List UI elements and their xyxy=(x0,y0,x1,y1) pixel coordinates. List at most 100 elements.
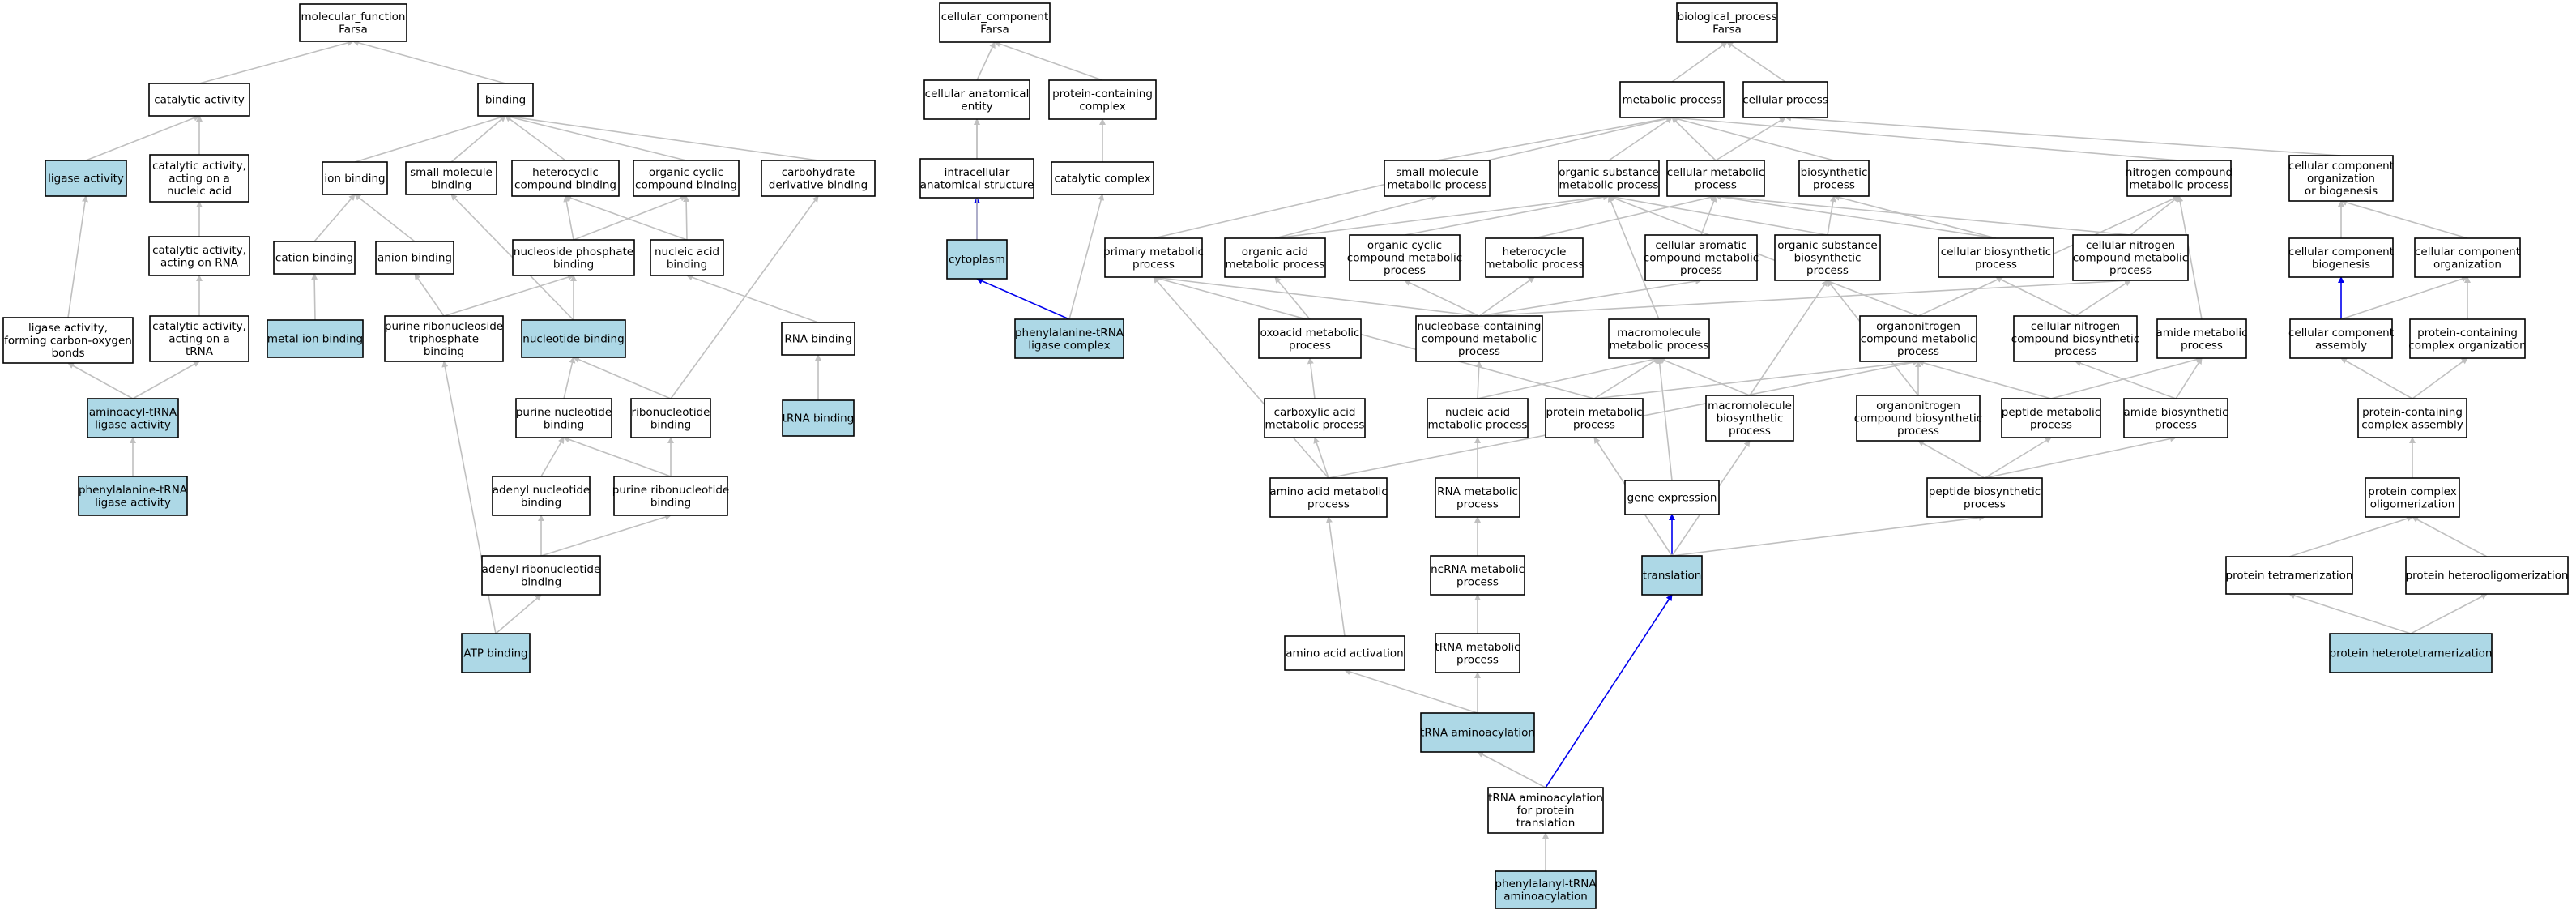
go-term-node-catalytic_activity[interactable]: catalytic activity xyxy=(148,83,250,117)
node-label-line: organic cyclic xyxy=(649,166,723,179)
go-term-node-atp_binding[interactable]: ATP binding xyxy=(461,633,531,673)
node-box xyxy=(78,476,188,516)
go-term-node-translation[interactable]: translation xyxy=(1641,555,1703,596)
edge-heterocyclic_binding-to-binding xyxy=(505,115,566,161)
go-term-node-metabolic_process[interactable]: metabolic process xyxy=(1619,81,1725,118)
go-term-node-ligase_activity[interactable]: ligase activity xyxy=(45,160,127,197)
go-term-node-catalytic_complex[interactable]: catalytic complex xyxy=(1051,161,1154,195)
go-term-node-cat_rna[interactable]: catalytic activity,acting on RNA xyxy=(148,236,250,276)
go-term-node-cytoplasm[interactable]: cytoplasm xyxy=(946,239,1008,280)
node-label-line: Farsa xyxy=(339,23,368,36)
node-box xyxy=(1435,477,1520,518)
go-term-node-amino_acid_activation[interactable]: amino acid activation xyxy=(1284,635,1405,671)
go-term-node-ion_binding[interactable]: ion binding xyxy=(322,161,388,195)
go-term-node-protein_heterooligomerization[interactable]: protein heterooligomerization xyxy=(2405,556,2569,595)
go-term-node-anion_binding[interactable]: anion binding xyxy=(375,241,454,275)
node-label-line: amino acid metabolic xyxy=(1269,485,1387,498)
node-box xyxy=(87,398,179,438)
edge-atp_binding-to-adenyl_ribonucleotide_binding xyxy=(495,594,542,634)
edge-cellular_nitrogen_metabolic-to-nitrogen_compound_metabolic xyxy=(2130,195,2180,236)
go-term-node-metal_ion_binding[interactable]: metal ion binding xyxy=(267,319,364,358)
node-label-line: ncRNA metabolic xyxy=(1431,563,1525,576)
go-term-node-cellular_process[interactable]: cellular process xyxy=(1742,81,1828,118)
go-term-node-binding[interactable]: binding xyxy=(477,83,534,117)
go-term-node-protein_heterotetramerization[interactable]: protein heterotetramerization xyxy=(2329,633,2493,673)
go-term-node-nucleotide_binding[interactable]: nucleotide binding xyxy=(521,319,626,358)
go-term-node-trna_aminoacylation[interactable]: tRNA aminoacylation xyxy=(1420,712,1535,753)
edge-nucleobase_containing_metabolic-to-cellular_aromatic_metabolic xyxy=(1478,278,1702,317)
go-term-node-ligase_co[interactable]: ligase activity,forming carbon-oxygenbon… xyxy=(2,317,134,364)
go-term-node-gene_expression[interactable]: gene expression xyxy=(1624,480,1720,515)
go-term-node-rna_binding[interactable]: RNA binding xyxy=(781,322,855,356)
node-label-line: catalytic activity, xyxy=(152,244,246,257)
go-term-node-cation_binding[interactable]: cation binding xyxy=(273,241,356,275)
go-term-node-trna_binding[interactable]: tRNA binding xyxy=(782,399,855,437)
go-term-node-protein_tetramerization[interactable]: protein tetramerization xyxy=(2225,556,2353,595)
node-box xyxy=(384,315,504,362)
